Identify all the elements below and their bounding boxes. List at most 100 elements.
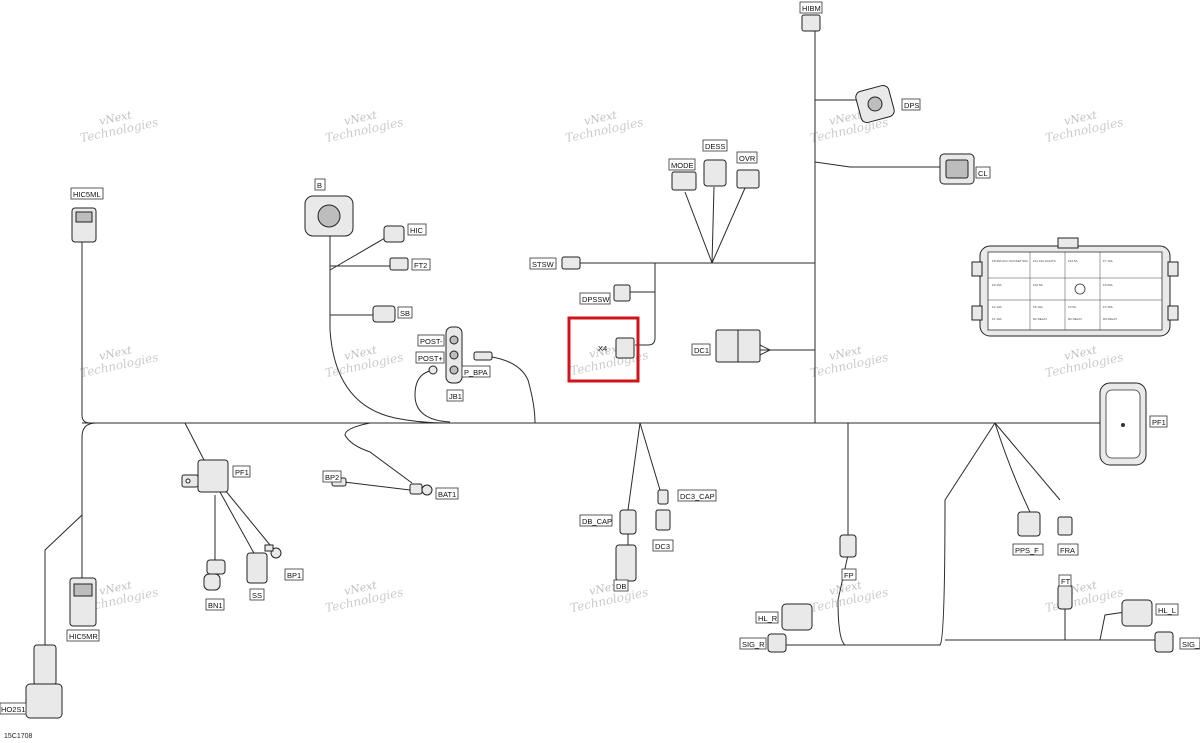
svg-text:SS: SS [252,591,262,600]
svg-text:DPS: DPS [904,101,919,110]
hl-r-connector[interactable] [781,603,813,631]
label-sig-r: SIG_R [739,637,767,650]
label-pps-f: PPS_F [1012,543,1044,556]
bn1-sensor[interactable] [203,559,226,591]
watermark: vNext Technologies [79,343,160,380]
svg-text:F3 5A: F3 5A [1068,305,1076,309]
mode-connector[interactable] [671,171,697,191]
svg-text:R3 RELAY: R3 RELAY [1103,317,1117,321]
label-dc3-cap: DC3_CAP [677,489,717,502]
label-ft2: FT2 [411,258,431,271]
label-dps: DPS [901,98,921,111]
svg-text:F7 10A: F7 10A [1103,259,1113,263]
hibm-connector[interactable] [801,14,821,32]
sig-r-connector[interactable] [767,633,787,653]
svg-text:X4: X4 [598,344,607,353]
bp1-terminal[interactable] [264,544,282,559]
pf1-ecm-connector[interactable] [1099,382,1147,466]
dc3-connector[interactable] [655,509,671,531]
bat1-terminal[interactable] [409,483,433,496]
label-pf1-right: PF1 [1149,415,1168,428]
label-db-cap: DB_CAP [579,514,613,527]
svg-text:SB: SB [400,309,410,318]
svg-text:DC1: DC1 [694,346,709,355]
svg-text:F4 15A: F4 15A [1103,305,1113,309]
svg-text:DC3_CAP: DC3_CAP [680,492,715,501]
label-ovr: OVR [736,151,758,164]
svg-text:HIBM: HIBM [802,4,821,13]
cl-connector[interactable] [939,153,975,185]
dps-connector[interactable] [854,84,895,124]
jb1-junction-block[interactable] [445,326,463,384]
label-jb1: JB1 [446,389,464,402]
dc1-connector[interactable] [715,329,761,363]
svg-text:F1 10A: F1 10A [992,317,1002,321]
svg-text:PF1: PF1 [1152,418,1166,427]
svg-text:HIC5MR: HIC5MR [69,632,98,641]
svg-text:DESS: DESS [705,142,725,151]
b-connector[interactable] [304,195,354,237]
svg-text:STSW: STSW [532,260,555,269]
watermark: vNext Technologies [1044,108,1125,145]
figure-code: 15C1708 [4,733,33,740]
post-terminal-lead[interactable] [473,351,493,361]
watermark: vNext Technologies [324,343,405,380]
svg-text:DB_CAP: DB_CAP [582,517,612,526]
label-bp2: BP2 [322,470,342,483]
svg-text:JB1: JB1 [449,392,462,401]
svg-text:R2 RELAY: R2 RELAY [1068,317,1082,321]
hic-connector[interactable] [383,225,405,243]
stsw-connector[interactable] [561,256,581,270]
db-cap[interactable] [619,509,637,535]
labels: HIBM DPS CL MODE DESS OVR HIC5ML B HIC F… [0,1,1200,715]
svg-text:SIG_L: SIG_L [1182,640,1200,649]
hic5ml-connector[interactable] [71,207,97,243]
svg-text:FRA: FRA [1060,546,1075,555]
svg-text:MODE: MODE [671,161,694,170]
label-bp1: BP1 [284,568,304,581]
label-mode: MODE [668,158,696,171]
svg-text:OVR: OVR [739,154,756,163]
watermark: vNext Technologies [1044,343,1125,380]
hl-l-connector[interactable] [1121,599,1153,627]
ft-connector[interactable] [1057,584,1073,610]
fp-connector[interactable] [839,534,857,558]
dess-connector[interactable] [703,159,727,187]
label-ho2s1: HO2S1 [0,702,27,715]
x4-connector[interactable] [615,337,635,359]
fra-connector[interactable] [1057,516,1073,536]
dpssw-connector[interactable] [613,284,631,302]
svg-text:POST+: POST+ [418,354,443,363]
fuse-box[interactable]: F8 30A ACC SOCKET 50A F11 10A LIGHTS F12… [971,237,1179,337]
dc3-cap[interactable] [657,489,669,505]
svg-text:F10 5A: F10 5A [1033,283,1043,287]
svg-text:BAT1: BAT1 [438,490,456,499]
svg-text:F12 5A: F12 5A [1068,259,1078,263]
label-hic5ml: HIC5ML [70,187,104,200]
svg-text:R1 RELAY: R1 RELAY [1033,317,1047,321]
db-connector[interactable] [615,544,637,582]
svg-text:F8 30A ACC SOCKET 50A: F8 30A ACC SOCKET 50A [992,259,1028,263]
ss-connector[interactable] [246,552,268,584]
svg-text:FP: FP [844,571,854,580]
svg-text:F9 15A: F9 15A [992,283,1002,287]
p-bpa-terminal[interactable] [428,365,438,375]
svg-text:BP1: BP1 [287,571,301,580]
sb-connector[interactable] [372,305,396,323]
watermark: vNext Technologies [324,108,405,145]
pps-f-connector[interactable] [1017,511,1041,537]
ovr-connector[interactable] [736,169,760,189]
pf1-relay-connector[interactable] [181,459,229,493]
label-pf1-left: PF1 [232,465,251,478]
hic5mr-connector[interactable] [69,577,97,627]
sig-l-connector[interactable] [1154,631,1174,653]
ft2-connector[interactable] [389,257,409,271]
svg-text:HL_L: HL_L [1158,606,1176,615]
label-cl: CL [975,166,991,179]
ho2s1-sensor[interactable] [25,644,63,719]
svg-text:CL: CL [978,169,988,178]
label-x4: X4 [598,344,607,353]
svg-text:BP2: BP2 [325,473,339,482]
svg-text:FT: FT [1061,577,1071,586]
